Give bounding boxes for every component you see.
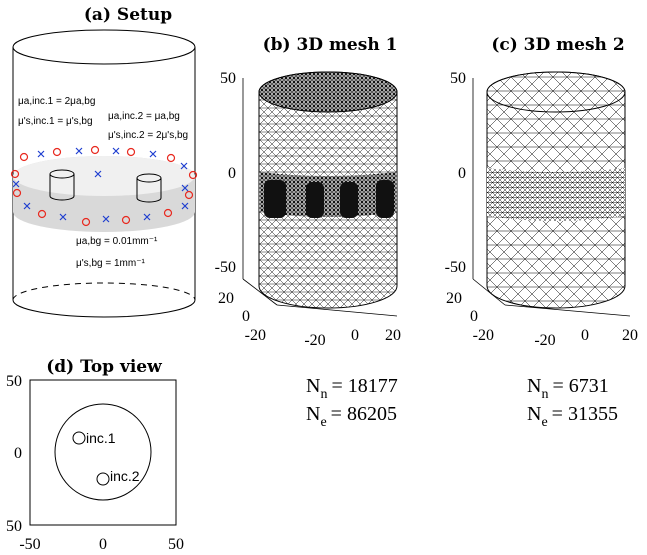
- svg-text:Ne= 86205: Ne= 86205: [306, 403, 397, 430]
- panel-c-ytick-neg50: -50: [445, 259, 466, 276]
- panel-d-xtick-mid: 0: [99, 536, 107, 553]
- inclusion-2-label: inc.2: [110, 468, 140, 484]
- panel-b-ytick-0: 0: [228, 165, 236, 182]
- panel-c-xtick-left-0: 0: [470, 308, 478, 325]
- panel-d-xtick-right: 50: [168, 536, 184, 553]
- panel-d-ytick-bottom: 50: [6, 518, 22, 535]
- panel-c-title: (c) 3D mesh 2: [491, 35, 624, 55]
- mesh1-element-count: Ne= 86205: [306, 403, 397, 430]
- cylinder-top: [12, 29, 196, 65]
- panel-c-xtick-left-20: 20: [446, 290, 462, 307]
- panel-c-xtick-bottom-0: 0: [581, 327, 589, 344]
- inclusion-2-cylinder: [136, 173, 162, 203]
- inclusion-1-circle: [72, 431, 86, 445]
- mesh1-top-face: [258, 71, 398, 113]
- panel-c-xtick-bottom-20: 20: [622, 327, 638, 344]
- panel-b-xtick-bottom-20: 20: [385, 327, 401, 344]
- panel-d-title: (d) Top view: [46, 357, 162, 377]
- panel-c-mesh2: (c) 3D mesh 2 50 0 -50 20 0 -20 -20 0 20…: [445, 35, 638, 430]
- cylinder-bottom-back: [12, 282, 196, 301]
- mesh1-node-count: Nn= 18177: [306, 375, 398, 402]
- panel-b-title: (b) 3D mesh 1: [263, 35, 398, 55]
- mesh2-dense-band: [487, 168, 625, 221]
- panel-c-xtick-bottom-neg20: -20: [534, 332, 555, 349]
- panel-c-xtick-left-neg20: -20: [473, 327, 494, 344]
- panel-c-ytick-50: 50: [450, 70, 466, 87]
- svg-text:Nn= 18177: Nn= 18177: [306, 375, 398, 402]
- panel-b-xtick-bottom-0: 0: [351, 327, 359, 344]
- cylinder-bottom-front: [12, 299, 196, 318]
- panel-d-ytick-mid: 0: [14, 445, 22, 462]
- panel-b-ytick-neg50: -50: [215, 259, 236, 276]
- panel-c-y-axis: [504, 304, 631, 317]
- annotation-bg-mus: μ's,bg = 1mm⁻¹: [76, 258, 145, 269]
- panel-b-ytick-50: 50: [220, 70, 236, 87]
- panel-b-mesh1: (b) 3D mesh 1 50 0 -50 20 0 -20 -20 0 20…: [215, 35, 401, 430]
- panel-b-xtick-left-neg20: -20: [245, 327, 266, 344]
- panel-d-top-view: (d) Top view inc.1 inc.2 50 0 50 -50 0 5…: [6, 357, 184, 553]
- svg-text:Ne= 31355: Ne= 31355: [527, 403, 618, 430]
- panel-b-xtick-bottom-neg20: -20: [304, 332, 325, 349]
- source-plane-top: [13, 156, 195, 196]
- panel-a-setup: (a) Setup: [10, 5, 198, 318]
- panel-b-xtick-left-0: 0: [242, 308, 250, 325]
- mesh2-element-count: Ne= 31355: [527, 403, 618, 430]
- annotation-inc2-mus: μ's,inc.2 = 2μ's,bg: [108, 130, 188, 141]
- inclusion-2-circle: [96, 472, 110, 486]
- mesh1-inclusion-clusters: [264, 180, 394, 218]
- inclusion-1-label: inc.1: [86, 430, 116, 446]
- panel-d-ytick-top: 50: [6, 373, 22, 390]
- annotation-inc1-mus: μ's,inc.1 = μ's,bg: [18, 116, 93, 127]
- svg-text:Nn= 6731: Nn= 6731: [527, 375, 609, 402]
- panel-a-title: (a) Setup: [84, 5, 172, 25]
- panel-c-ytick-0: 0: [458, 165, 466, 182]
- panel-b-y-axis: [276, 304, 398, 317]
- phantom-outline: [54, 403, 152, 501]
- inclusion-1-cylinder: [49, 169, 75, 201]
- mesh2-node-count: Nn= 6731: [527, 375, 609, 402]
- panel-d-xtick-left: -50: [19, 536, 40, 553]
- mesh2-top-face: [486, 71, 626, 113]
- source-markers: [10, 145, 198, 227]
- panel-b-xtick-left-20: 20: [218, 290, 234, 307]
- mesh1-dense-band: [259, 172, 397, 217]
- annotation-bg-mua: μa,bg = 0.01mm⁻¹: [76, 236, 158, 247]
- annotation-inc1-mua: μa,inc.1 = 2μa,bg: [18, 96, 95, 107]
- panel-b-x-axis: [242, 278, 278, 306]
- annotation-inc2-mua: μa,inc.2 = μa,bg: [108, 111, 180, 122]
- panel-d-axes-box: [29, 379, 177, 526]
- detector-markers: [12, 147, 189, 223]
